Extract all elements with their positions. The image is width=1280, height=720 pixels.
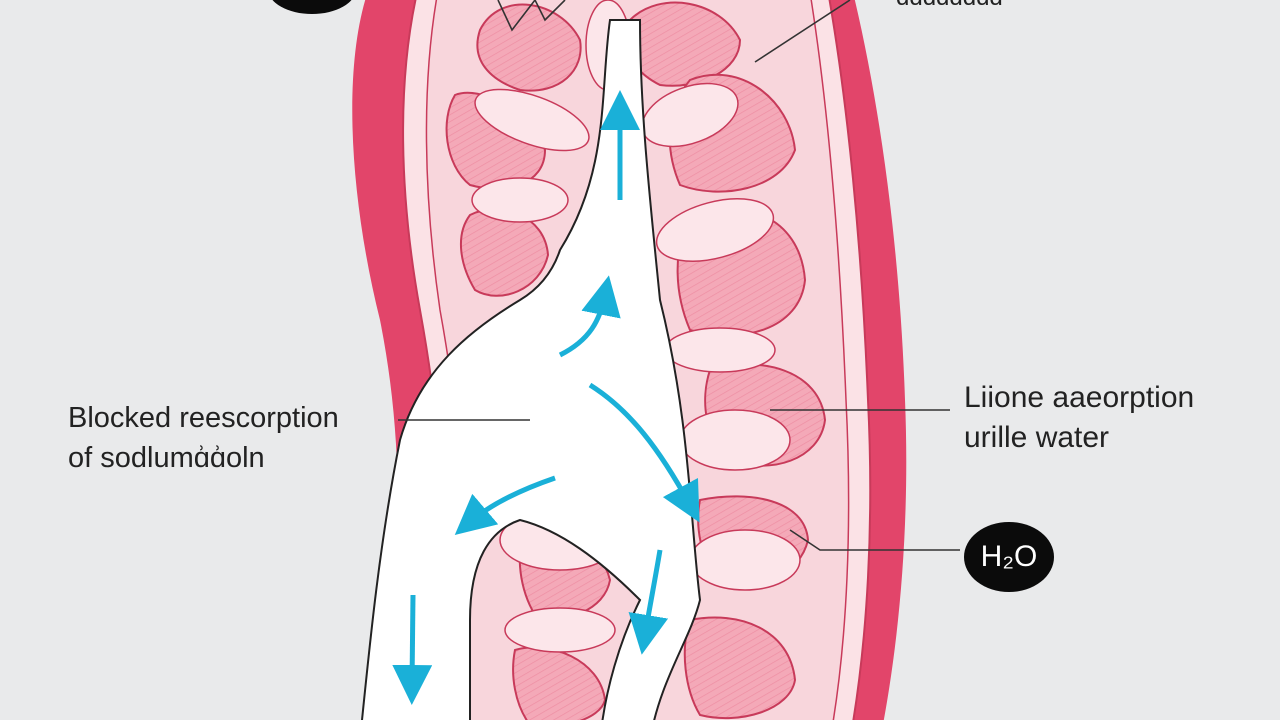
dark-badge-partial <box>268 0 356 14</box>
leader-lines <box>398 0 960 551</box>
flow-arrows <box>392 90 700 705</box>
curved-arrow-icon <box>454 475 556 535</box>
downward-arrow-icon <box>628 549 669 655</box>
label-right-line2: urille water <box>964 421 1110 454</box>
label-top-right: ɑɑɑɑɑɑɑɑ <box>896 0 1003 18</box>
renal-pelvis <box>360 19 702 720</box>
downward-arrow-icon <box>392 594 433 705</box>
curved-arrow-icon <box>588 382 700 523</box>
label-left-line2: of sodlumɑ͗ɑ͗oln <box>68 442 265 474</box>
curved-arrow-icon <box>558 275 621 358</box>
h2o-badge: H₂O <box>964 522 1054 592</box>
label-left-line1: Blocked reescorption <box>68 402 339 434</box>
label-reabsorption-water: Liione aaeorption urille water <box>964 378 1194 458</box>
label-right-line1: Liione aaeorption <box>964 381 1195 414</box>
label-blocked-reabsorption: Blocked reescorption of sodlumɑ͗ɑ͗oln <box>68 398 339 478</box>
